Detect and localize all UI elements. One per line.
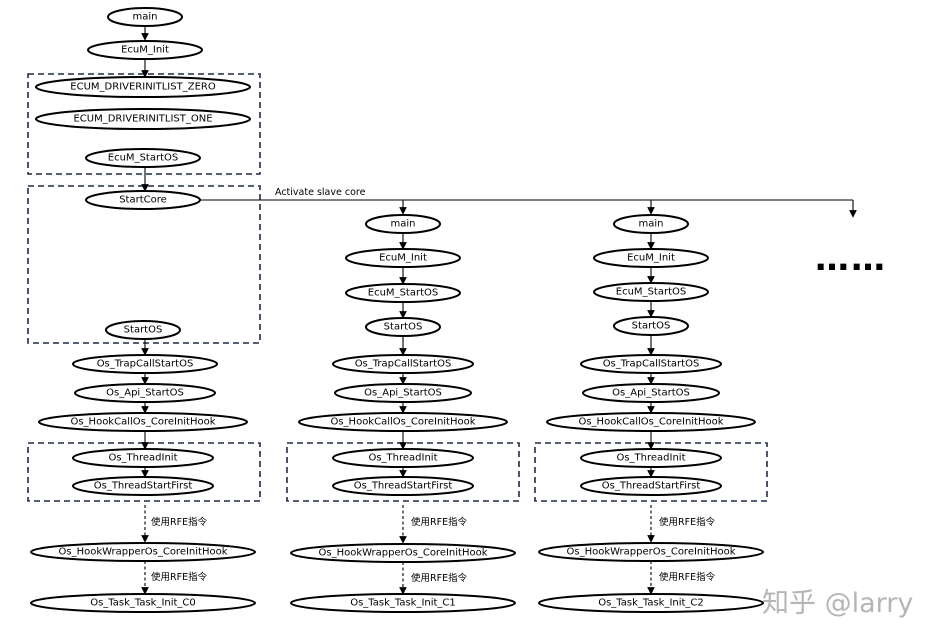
c0-hookcall-label: Os_HookCallOs_CoreInitHook — [70, 417, 215, 428]
c2-api-startos-node: Os_Api_StartOS — [582, 383, 720, 403]
c0-driverinitlist-zero-node: ECUM_DRIVERINITLIST_ZERO — [35, 76, 251, 98]
c0-api-startos-node: Os_Api_StartOS — [74, 383, 216, 403]
c0-threadstartfirst-label: Os_ThreadStartFirst — [94, 481, 193, 492]
c0-task-init-node: Os_Task_Task_Init_C0 — [30, 593, 256, 613]
c1-ecum-init-node: EcuM_Init — [345, 248, 461, 268]
c0-ecum-init-label: EcuM_Init — [121, 45, 169, 56]
c2-trapcall-node: Os_TrapCallStartOS — [580, 354, 722, 374]
c2-task-init-node: Os_Task_Task_Init_C2 — [538, 593, 764, 613]
c1-threadinit-node: Os_ThreadInit — [332, 448, 474, 468]
c1-task-init-node: Os_Task_Task_Init_C1 — [290, 593, 516, 613]
c1-rfe-label-1: 使用RFE指令 — [411, 516, 468, 528]
c2-ecum-init-node: EcuM_Init — [593, 248, 709, 268]
c1-hookwrapper-node: Os_HookWrapperOs_CoreInitHook — [290, 543, 516, 563]
c0-task-init-label: Os_Task_Task_Init_C0 — [90, 598, 196, 609]
c0-main-node: main — [107, 7, 183, 27]
c2-threadstartfirst-label: Os_ThreadStartFirst — [602, 481, 701, 492]
c1-hookcall-label: Os_HookCallOs_CoreInitHook — [330, 417, 475, 428]
c0-api-startos-label: Os_Api_StartOS — [106, 388, 184, 399]
c1-threadstartfirst-label: Os_ThreadStartFirst — [354, 481, 453, 492]
c0-threadinit-label: Os_ThreadInit — [108, 453, 177, 464]
c1-trapcall-label: Os_TrapCallStartOS — [355, 359, 452, 370]
more-cores-ellipsis: …… — [815, 239, 887, 279]
c2-hookwrapper-label: Os_HookWrapperOs_CoreInitHook — [566, 547, 735, 558]
c2-trapcall-label: Os_TrapCallStartOS — [603, 359, 700, 370]
c2-main-label: main — [639, 219, 664, 230]
c0-rfe-label-2: 使用RFE指令 — [151, 571, 208, 583]
c2-hookcall-label: Os_HookCallOs_CoreInitHook — [578, 417, 723, 428]
c0-startcore-label: StartCore — [119, 195, 167, 206]
c1-api-startos-node: Os_Api_StartOS — [334, 383, 472, 403]
watermark: 知乎 @larry — [762, 588, 913, 619]
c1-rfe-label-2: 使用RFE指令 — [411, 572, 468, 584]
c2-threadinit-label: Os_ThreadInit — [616, 453, 685, 464]
c0-hookwrapper-node: Os_HookWrapperOs_CoreInitHook — [30, 542, 256, 562]
c0-threadinit-node: Os_ThreadInit — [72, 448, 214, 468]
c1-startos-label: StartOS — [384, 322, 423, 333]
c0-hookwrapper-label: Os_HookWrapperOs_CoreInitHook — [58, 547, 227, 558]
c1-startos-node: StartOS — [365, 317, 441, 337]
c2-startos-label: StartOS — [632, 321, 671, 332]
c0-ecum-startos-node: EcuM_StartOS — [85, 148, 201, 168]
c2-rfe-label-2: 使用RFE指令 — [659, 571, 716, 583]
c1-main-label: main — [391, 219, 416, 230]
c0-driverinitlist-one-node: ECUM_DRIVERINITLIST_ONE — [35, 108, 251, 130]
c2-threadstartfirst-node: Os_ThreadStartFirst — [580, 476, 722, 496]
c2-hookcall-node: Os_HookCallOs_CoreInitHook — [546, 412, 756, 432]
c0-driverinitlist-zero-label: ECUM_DRIVERINITLIST_ZERO — [70, 82, 216, 93]
c1-hookwrapper-label: Os_HookWrapperOs_CoreInitHook — [318, 548, 487, 559]
c2-startos-node: StartOS — [613, 316, 689, 336]
c2-threadinit-node: Os_ThreadInit — [580, 448, 722, 468]
c0-rfe-label-1: 使用RFE指令 — [151, 516, 208, 528]
c1-hookcall-node: Os_HookCallOs_CoreInitHook — [298, 412, 508, 432]
c1-ecum-startos-label: EcuM_StartOS — [368, 288, 438, 299]
c1-trapcall-node: Os_TrapCallStartOS — [332, 354, 474, 374]
c2-task-init-label: Os_Task_Task_Init_C2 — [598, 598, 704, 609]
c0-hookcall-node: Os_HookCallOs_CoreInitHook — [38, 412, 248, 432]
c1-threadinit-label: Os_ThreadInit — [368, 453, 437, 464]
c2-main-node: main — [613, 214, 689, 234]
c2-ecum-startos-node: EcuM_StartOS — [593, 282, 709, 302]
c1-task-init-label: Os_Task_Task_Init_C1 — [350, 598, 456, 609]
c0-ecum-startos-label: EcuM_StartOS — [108, 153, 178, 164]
c2-ecum-startos-label: EcuM_StartOS — [616, 287, 686, 298]
c0-trapcall-node: Os_TrapCallStartOS — [72, 354, 218, 374]
c2-api-startos-label: Os_Api_StartOS — [612, 388, 690, 399]
c1-ecum-startos-node: EcuM_StartOS — [345, 283, 461, 303]
c0-main-label: main — [133, 12, 158, 23]
c0-ecum-init-node: EcuM_Init — [87, 40, 203, 60]
c0-startos-label: StartOS — [124, 325, 163, 336]
c2-hookwrapper-node: Os_HookWrapperOs_CoreInitHook — [538, 542, 764, 562]
c1-main-node: main — [365, 214, 441, 234]
c2-ecum-init-label: EcuM_Init — [627, 253, 675, 264]
c0-trapcall-label: Os_TrapCallStartOS — [97, 359, 194, 370]
activate-slave-core-label: Activate slave core — [275, 187, 366, 198]
c1-api-startos-label: Os_Api_StartOS — [364, 388, 442, 399]
c0-driverinitlist-one-label: ECUM_DRIVERINITLIST_ONE — [73, 114, 212, 125]
c1-ecum-init-label: EcuM_Init — [379, 253, 427, 264]
c0-threadstartfirst-node: Os_ThreadStartFirst — [72, 476, 214, 496]
c0-startos-node: StartOS — [105, 320, 181, 340]
c2-rfe-label-1: 使用RFE指令 — [659, 516, 716, 528]
c0-startcore-node: StartCore — [85, 190, 201, 210]
c1-threadstartfirst-node: Os_ThreadStartFirst — [332, 476, 474, 496]
